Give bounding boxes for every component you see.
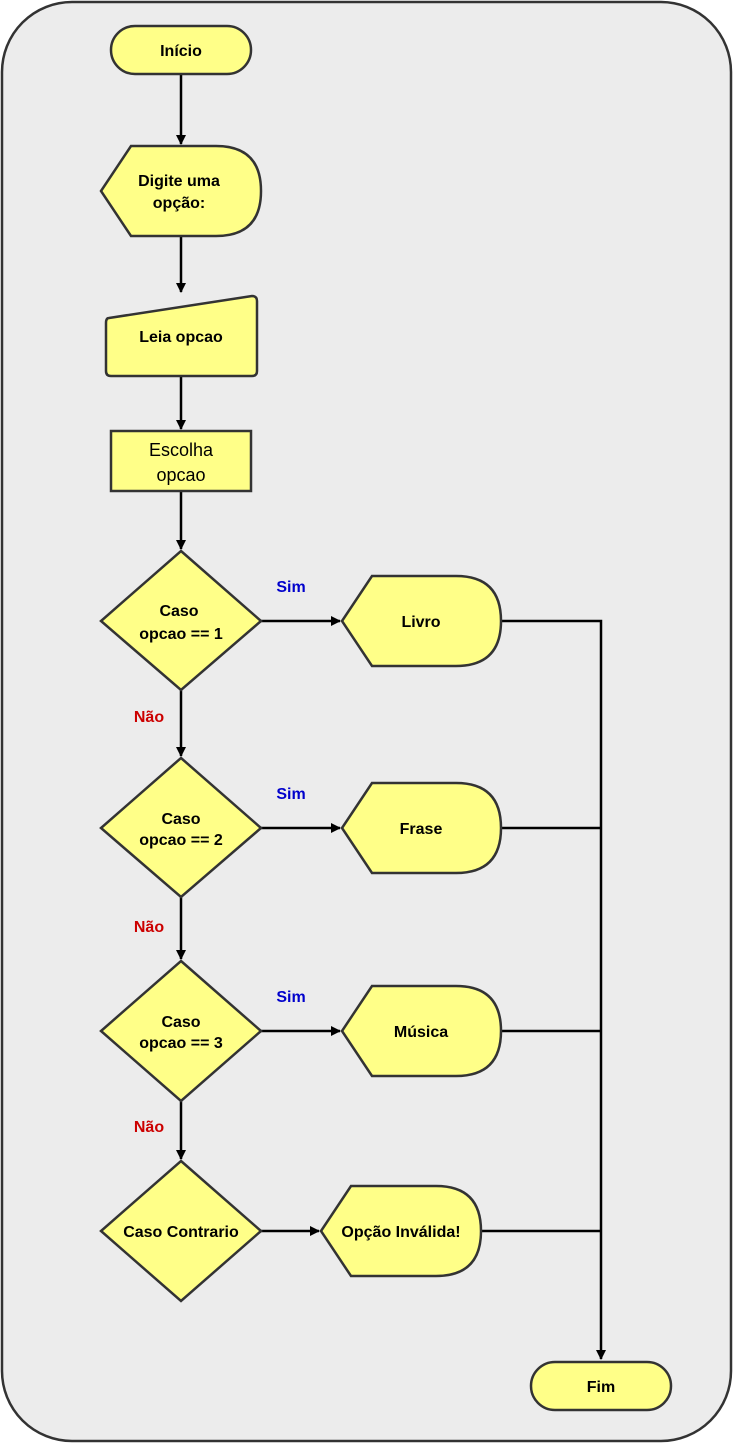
end-label: Fim — [587, 1379, 615, 1396]
edges — [176, 75, 606, 1360]
no-label-1: Não — [134, 709, 164, 726]
node-out4: Opção Inválida! — [319, 1184, 483, 1278]
case3-label-line1: Caso — [161, 1014, 200, 1031]
prompt-label-line2: opção: — [153, 195, 205, 212]
manual-input-shape — [104, 294, 259, 378]
node-case3: Caso opcao == 3 — [99, 959, 263, 1103]
edge-out1-merge — [501, 619, 606, 1360]
node-case1: Caso opcao == 1 — [99, 549, 263, 692]
yes-label-3: Sim — [276, 989, 305, 1006]
out3-label: Música — [394, 1024, 448, 1041]
decision-shape — [99, 1159, 263, 1303]
case1-label-line2: opcao == 1 — [139, 626, 223, 643]
case2-label-line1: Caso — [161, 811, 200, 828]
decision-shape — [99, 756, 263, 899]
start-label: Início — [160, 43, 202, 60]
display-shape — [340, 984, 503, 1078]
node-switch: Escolha opcao — [109, 429, 253, 493]
yes-label-1: Sim — [276, 579, 305, 596]
switch-label-line2: opcao — [156, 465, 205, 485]
switch-label-line1: Escolha — [149, 440, 214, 460]
no-label-3: Não — [134, 1119, 164, 1136]
out1-label: Livro — [401, 614, 440, 631]
node-end: Fim — [529, 1360, 673, 1412]
node-out3: Música — [340, 984, 503, 1078]
node-case2: Caso opcao == 2 — [99, 756, 263, 899]
node-read: Leia opcao — [104, 294, 259, 378]
display-shape — [99, 144, 263, 238]
terminator-shape — [109, 24, 253, 76]
case2-label-line2: opcao == 2 — [139, 832, 223, 849]
read-label: Leia opcao — [139, 329, 223, 346]
node-default: Caso Contrario — [99, 1159, 263, 1303]
display-shape — [319, 1184, 483, 1278]
display-shape — [340, 781, 503, 875]
no-label-2: Não — [134, 919, 164, 936]
node-out2: Frase — [340, 781, 503, 875]
case3-label-line2: opcao == 3 — [139, 1035, 223, 1052]
edge-labels: Sim Sim Sim Não Não Não — [134, 579, 306, 1136]
out2-label: Frase — [400, 821, 443, 838]
process-shape — [109, 429, 253, 493]
decision-shape — [99, 959, 263, 1103]
decision-shape — [99, 549, 263, 692]
default-label: Caso Contrario — [123, 1224, 239, 1241]
prompt-label-line1: Digite uma — [138, 173, 220, 190]
case1-label-line1: Caso — [159, 603, 198, 620]
node-out1: Livro — [340, 574, 503, 668]
node-prompt: Digite uma opção: — [99, 144, 263, 238]
node-start: Início — [109, 24, 253, 76]
out4-label: Opção Inválida! — [341, 1224, 460, 1241]
display-shape — [340, 574, 503, 668]
terminator-shape — [529, 1360, 673, 1412]
yes-label-2: Sim — [276, 786, 305, 803]
